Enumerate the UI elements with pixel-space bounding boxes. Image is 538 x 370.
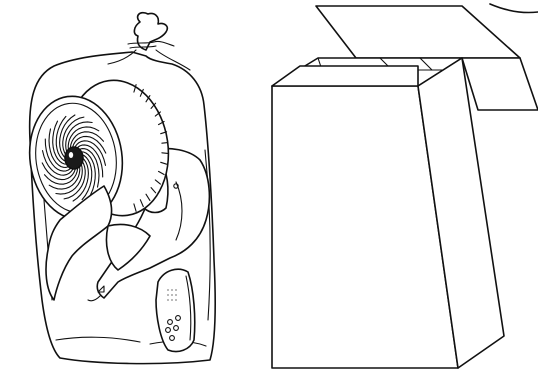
box-back-flap bbox=[316, 6, 520, 58]
box-front-flap bbox=[272, 66, 418, 86]
remote-control bbox=[156, 269, 195, 351]
remote-button bbox=[166, 328, 171, 333]
bag-knot bbox=[134, 13, 167, 50]
cardboard-box bbox=[272, 4, 538, 368]
box-right-flap bbox=[462, 58, 538, 110]
remote-button bbox=[176, 316, 181, 321]
remote-body bbox=[156, 269, 195, 351]
remote-button bbox=[174, 326, 179, 331]
fan-housing-rib bbox=[162, 143, 168, 144]
fan-housing-rib bbox=[162, 153, 168, 154]
fan-hub-highlight bbox=[69, 152, 73, 158]
remote-button bbox=[168, 320, 173, 325]
bagged-fan bbox=[22, 13, 215, 364]
corner-callout-edge bbox=[490, 4, 538, 13]
remote-button bbox=[170, 336, 175, 341]
fan-hub bbox=[65, 147, 83, 169]
bag-tie-string bbox=[128, 41, 174, 46]
